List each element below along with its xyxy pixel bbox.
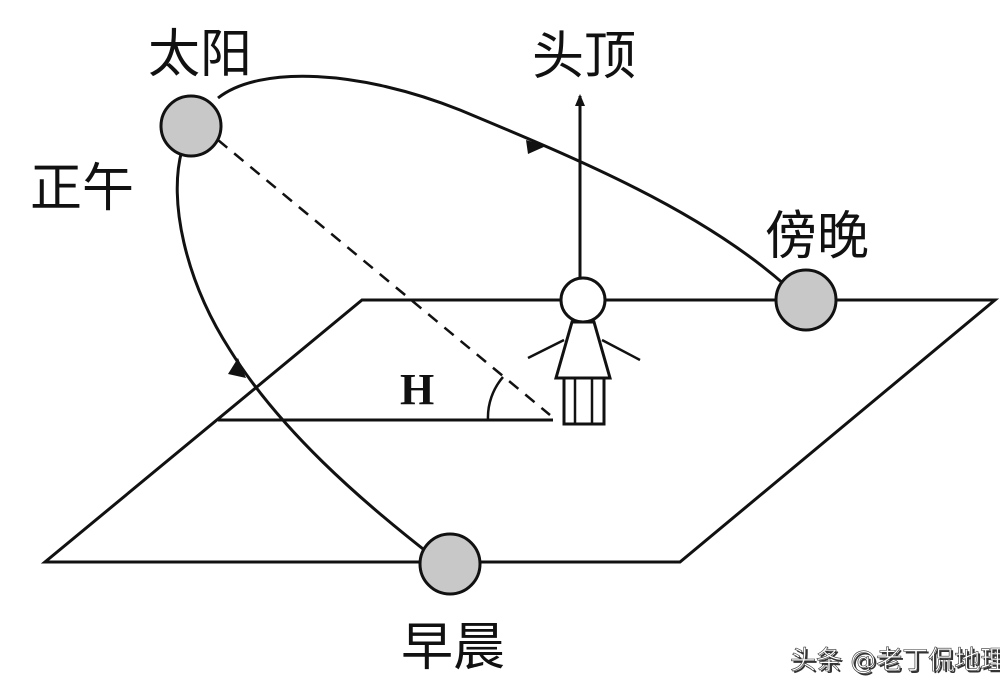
observer-figure <box>527 276 641 426</box>
sun-ray-dashed <box>217 139 551 416</box>
label-evening: 傍晚 <box>765 207 869 267</box>
label-noon: 正午 <box>30 159 134 219</box>
label-sun: 太阳 <box>148 25 252 85</box>
watermark-text: 头条 @老丁侃地理 <box>790 646 1000 676</box>
sun-path-morning-to-noon <box>175 149 433 558</box>
ground-plane <box>40 298 1000 564</box>
path-arrow-setting <box>526 140 546 154</box>
path-arrow-rising <box>228 358 246 378</box>
watermark: 头条 @老丁侃地理 头条 @老丁侃地理 <box>790 646 1000 678</box>
altitude-angle-arc <box>486 376 504 421</box>
observer-arm-right <box>601 338 641 362</box>
observer-arm-left <box>527 338 565 360</box>
observer-body <box>554 320 612 380</box>
observer-legs <box>562 376 606 426</box>
watermark-shadow: 头条 @老丁侃地理 <box>792 648 1000 678</box>
sun-morning <box>418 532 482 596</box>
label-morning: 早晨 <box>401 618 505 678</box>
sun-evening <box>774 268 838 332</box>
label-zenith: 头顶 <box>532 27 636 87</box>
sun-path-noon-to-evening <box>217 74 786 287</box>
observer-head <box>559 276 607 324</box>
label-angle-h: H <box>400 365 434 414</box>
sun-noon <box>159 94 223 158</box>
